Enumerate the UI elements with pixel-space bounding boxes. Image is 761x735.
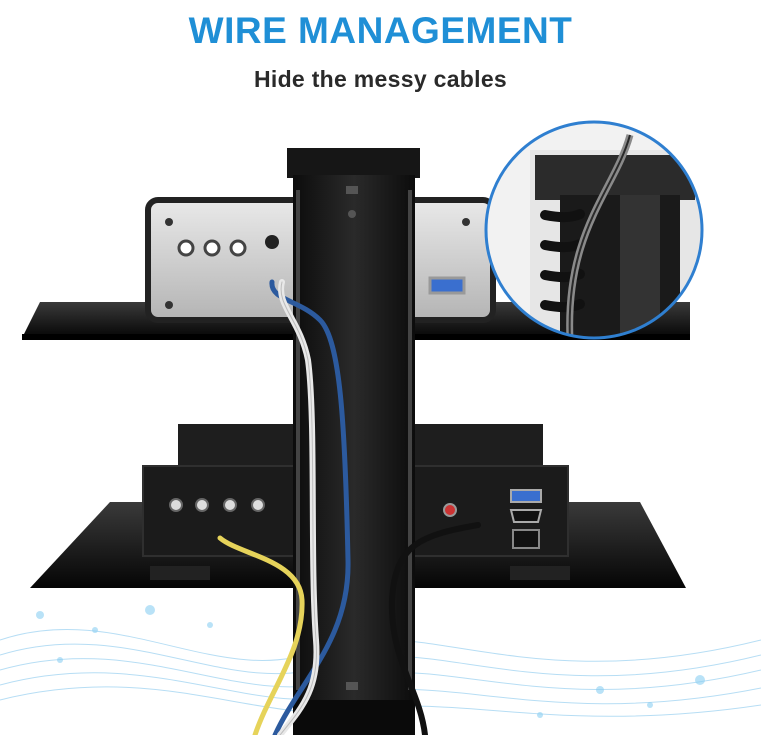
rca-jack-icon [251, 498, 265, 512]
rca-jack-icon [169, 498, 183, 512]
rca-jack-icon [195, 498, 209, 512]
rca-jack-icon [229, 239, 247, 257]
rca-jack-icon [203, 239, 221, 257]
managed-cables [217, 279, 481, 735]
hdmi-port-icon [509, 509, 543, 523]
usb-port-icon [428, 276, 466, 295]
subheadline: Hide the messy cables [253, 66, 508, 92]
bubble-decoration [36, 605, 705, 718]
rca-jack-icon [177, 239, 195, 257]
rca-jack-icon [223, 498, 237, 512]
cable-clip-detail-inset [484, 120, 704, 340]
usb-port-icon [510, 489, 542, 503]
cable-clip-icon [540, 209, 585, 313]
headline: WIRE MANAGEMENT [188, 10, 573, 51]
